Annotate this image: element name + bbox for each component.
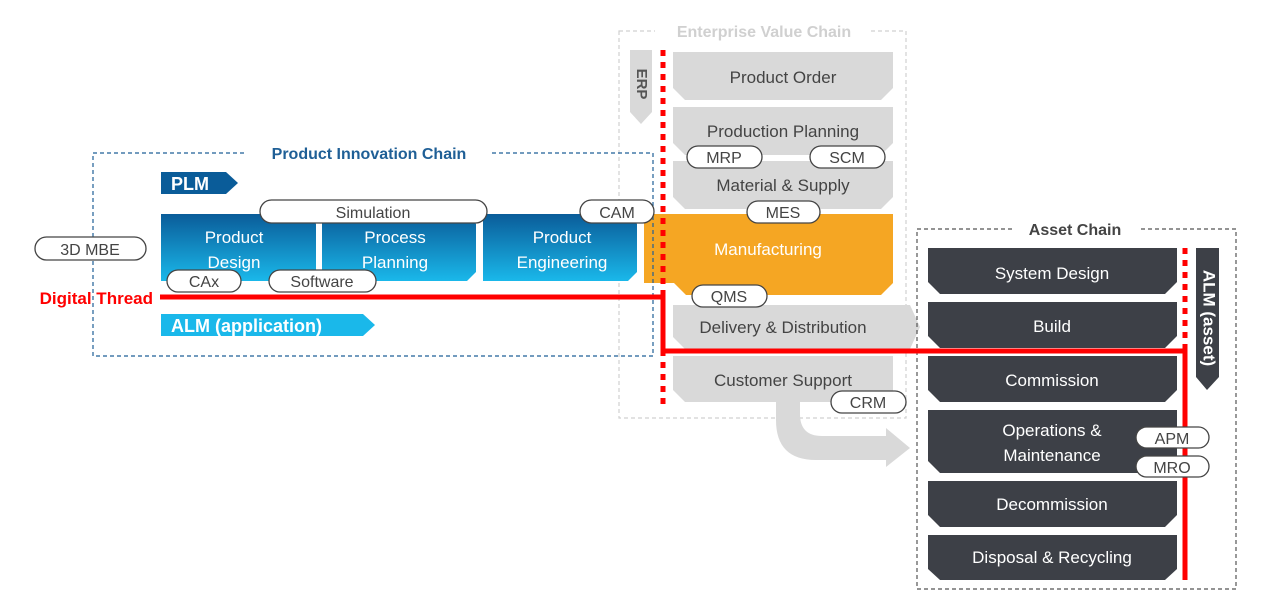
- svg-text:APM: APM: [1155, 431, 1190, 448]
- svg-text:CRM: CRM: [850, 395, 886, 412]
- stage-line2: Design: [208, 253, 261, 272]
- evc-stage-label: Delivery & Distribution: [699, 318, 866, 337]
- pic-stage-product-design: [161, 214, 316, 281]
- stage-line1: Process: [364, 228, 425, 247]
- stage-line2: Planning: [362, 253, 428, 272]
- pic-title: Product Innovation Chain: [272, 146, 467, 163]
- tag-mro: MRO: [1135, 455, 1210, 478]
- tag-cax: CAx: [166, 269, 242, 293]
- evc-stage-label: Product Order: [730, 68, 837, 87]
- svg-text:MES: MES: [766, 205, 801, 222]
- evc-stage-label: Manufacturing: [714, 240, 822, 259]
- svg-text:QMS: QMS: [711, 289, 747, 306]
- pic-stage-product-engineering: [483, 214, 637, 281]
- alm-asset-arrow: [1196, 248, 1219, 390]
- svg-text:CAM: CAM: [599, 205, 635, 222]
- pic-stage-process-planning: [322, 214, 476, 281]
- asset-chain-title: Asset Chain: [1029, 222, 1121, 239]
- asset-stage-system-design: [928, 248, 1177, 294]
- evc-stage-material-supply: [673, 161, 893, 209]
- plm-label: PLM: [171, 174, 209, 194]
- asset-stage-operations-maintenance: [928, 410, 1177, 473]
- asset-chain: Asset Chain System Design Build Commissi…: [916, 218, 1237, 590]
- asset-stage-commission: [928, 356, 1177, 402]
- tag-apm: APM: [1135, 426, 1210, 449]
- evc-stage-customer-support: [673, 356, 893, 402]
- alm-application-arrow: [161, 314, 375, 336]
- erp-arrow: [630, 50, 652, 124]
- enterprise-value-chain: Enterprise Value Chain ERP Product Order…: [618, 22, 920, 467]
- stage-line1: Product: [205, 228, 264, 247]
- asset-chain-border: [916, 228, 1237, 590]
- evc-stage-production-planning: [673, 107, 893, 155]
- evc-stage-label: Material & Supply: [716, 176, 850, 195]
- digital-thread-label: Digital Thread: [40, 289, 153, 308]
- product-innovation-chain: Product Innovation Chain PLM Product Des…: [92, 142, 654, 357]
- svg-text:3D MBE: 3D MBE: [60, 242, 120, 259]
- evc-stage-product-order: [673, 52, 893, 100]
- tag-cam: CAM: [579, 199, 655, 224]
- asset-stage-decommission: [928, 481, 1177, 527]
- tag-qms: QMS: [691, 284, 768, 308]
- tag-mrp: MRP: [686, 145, 763, 169]
- tag-simulation: Simulation: [259, 199, 488, 224]
- plm-arrow: [161, 172, 238, 194]
- tag-scm: SCM: [809, 145, 886, 169]
- evc-stage-label: Customer Support: [714, 371, 852, 390]
- tag-software: Software: [268, 269, 377, 293]
- evc-stage-manufacturing: [644, 214, 893, 295]
- asset-stage-label: Disposal & Recycling: [972, 548, 1132, 567]
- svg-text:Software: Software: [290, 274, 353, 291]
- stage-line1: Product: [533, 228, 592, 247]
- svg-text:MRP: MRP: [706, 150, 742, 167]
- tag-crm: CRM: [830, 390, 907, 414]
- alm-application-label: ALM (application): [171, 316, 322, 336]
- stage-line2: Engineering: [517, 253, 608, 272]
- asset-stage-label: Commission: [1005, 371, 1099, 390]
- svg-text:MRO: MRO: [1153, 460, 1190, 477]
- handoff-arrow: [776, 400, 910, 467]
- asset-stage-disposal-recycling: [928, 535, 1177, 580]
- tag-mes: MES: [746, 200, 821, 224]
- asset-stage-label: Decommission: [996, 495, 1107, 514]
- tag-3d-mbe: 3D MBE: [34, 236, 147, 261]
- asset-stage-label: Build: [1033, 317, 1071, 336]
- asset-stage-line1: Operations &: [1002, 421, 1102, 440]
- evc-stage-label: Production Planning: [707, 122, 859, 141]
- asset-stage-build: [928, 302, 1177, 348]
- asset-stage-line2: Maintenance: [1003, 446, 1100, 465]
- tags: 3D MBE Simulation CAx Software CAM MRP: [34, 145, 1210, 478]
- asset-stage-label: System Design: [995, 264, 1109, 283]
- erp-label: ERP: [633, 69, 650, 100]
- svg-text:Simulation: Simulation: [336, 205, 411, 222]
- svg-text:CAx: CAx: [189, 274, 219, 291]
- alm-asset-label: ALM (asset): [1200, 270, 1219, 366]
- evc-stage-delivery-distribution: [673, 305, 920, 349]
- svg-text:SCM: SCM: [829, 150, 865, 167]
- evc-title: Enterprise Value Chain: [677, 24, 851, 41]
